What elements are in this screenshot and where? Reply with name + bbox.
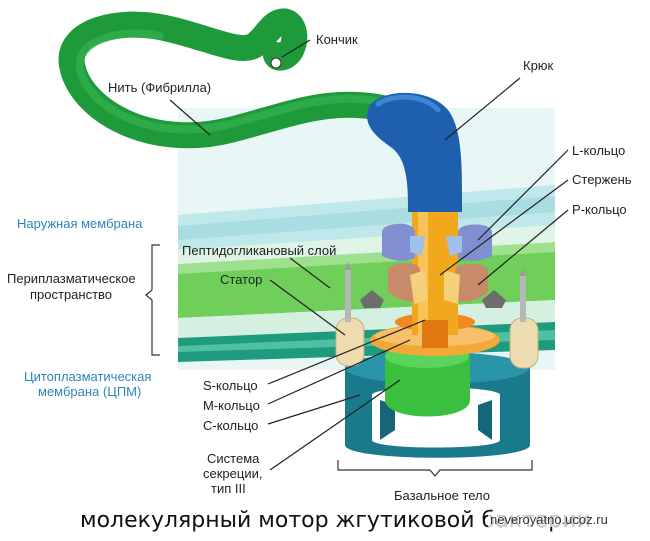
label-cpm-line2: мембрана (ЦПМ)	[38, 384, 142, 399]
label-tip: Кончик	[316, 32, 358, 47]
pointer-m-ring	[267, 339, 411, 405]
rod-base	[422, 320, 448, 348]
pointer-p-ring	[477, 209, 569, 286]
filament-highlight	[75, 29, 396, 134]
c-ring-inner	[380, 400, 395, 440]
stator-right	[509, 317, 539, 369]
periplasm-lower	[178, 300, 555, 338]
label-l-ring: L-кольцо	[572, 143, 626, 158]
pointer-peptidoglycan	[289, 257, 331, 289]
pointer-lines	[169, 39, 569, 471]
stator-left-stalk	[345, 270, 351, 322]
pointer-stator	[269, 279, 346, 336]
label-p-ring: Р-кольцо	[572, 202, 627, 217]
l-ring-inner-right	[446, 236, 462, 256]
label-secretion-line1: Система	[207, 451, 260, 466]
pointer-hook	[444, 77, 521, 141]
stator-left	[335, 317, 365, 367]
label-peptidoglycan: Пептидогликановый слой	[182, 243, 337, 258]
l-ring-left	[382, 223, 415, 261]
label-secretion-line3: тип III	[211, 481, 246, 496]
stator-right-stalk	[520, 276, 526, 322]
p-ring-right	[455, 264, 488, 302]
pointer-filament	[169, 99, 211, 136]
stator-mid-right	[482, 290, 506, 308]
label-m-ring: М-кольцо	[203, 398, 260, 413]
label-cpm-line1: Цитоплазматическая	[24, 369, 152, 384]
stator-left-cap	[345, 262, 351, 270]
watermark: neveroyatno.ucoz.ru	[488, 512, 610, 527]
periplasm-bracket	[145, 244, 160, 356]
pointer-rod	[439, 179, 569, 276]
stator-mid-left	[360, 290, 384, 308]
hook-collar	[408, 200, 462, 212]
pointer-c-ring	[267, 394, 361, 425]
label-periplasm-line1: Периплазматическое	[7, 271, 136, 286]
p-ring-light-right	[444, 270, 460, 304]
l-ring-right	[458, 224, 492, 261]
pointer-s-ring	[267, 319, 426, 385]
pointer-secretion	[269, 379, 401, 471]
basal-body-bracket	[337, 460, 533, 477]
hook	[367, 92, 462, 205]
label-rod: Стержень	[572, 172, 632, 187]
l-ring-inner-left	[410, 236, 425, 256]
p-ring-light-left	[410, 270, 428, 304]
c-ring-inner-right	[478, 400, 492, 440]
label-s-ring: S-кольцо	[203, 378, 258, 393]
stator-right-cap	[520, 268, 526, 276]
pointer-l-ring	[477, 149, 569, 241]
p-ring-left	[388, 263, 420, 302]
label-c-ring: С-кольцо	[203, 418, 259, 433]
label-secretion-line2: секреции,	[203, 466, 263, 481]
label-outer-membrane: Наружная мембрана	[17, 216, 143, 231]
hook-highlight	[375, 94, 441, 113]
pointer-tip	[281, 39, 311, 58]
rod-highlight	[418, 205, 428, 335]
filament-tip-end	[270, 57, 282, 69]
label-hook: Крюк	[523, 58, 554, 73]
label-stator: Статор	[220, 272, 263, 287]
label-basal-body: Базальное тело	[394, 488, 490, 503]
label-periplasm-line2: пространство	[30, 287, 113, 302]
label-filament: Нить (Фибрилла)	[108, 80, 212, 95]
